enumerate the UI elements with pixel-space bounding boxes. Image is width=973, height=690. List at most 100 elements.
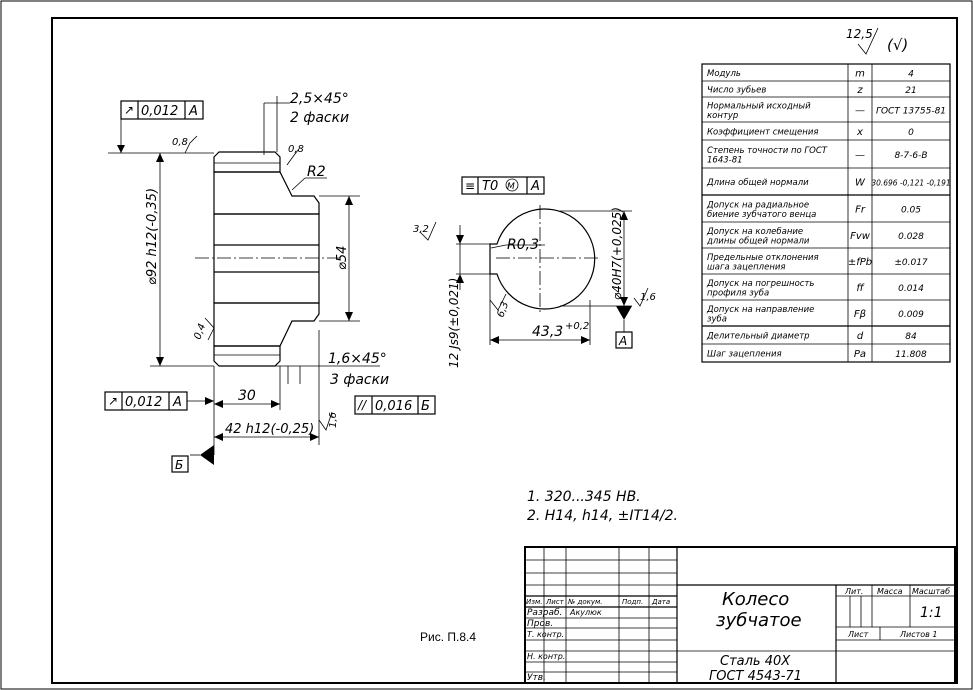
runout-tolerance-bottom: ↗ 0,012 A <box>104 391 214 411</box>
param-symbol: Fr <box>855 205 866 216</box>
runout-bottom-symbol: ↗ <box>108 394 118 408</box>
dia-92-dim: ⌀92 h12(-0,35) <box>145 188 160 285</box>
tb-mass: Масса <box>877 587 903 596</box>
param-value: 8-7-6-B <box>894 151 927 161</box>
gear-section-view: R2 2,5×45° 2 фаски 0,8 0,8 ↗ 0,012 A ⌀ <box>104 91 436 473</box>
param-symbol: Fvw <box>850 231 871 242</box>
runout-top-symbol: ↗ <box>124 103 134 117</box>
runout-top-base: A <box>188 104 198 119</box>
tb-tkontr: Т. контр. <box>527 630 564 639</box>
tb-utv: Утв. <box>527 673 546 683</box>
tb-scale-hdr: Масштаб <box>912 587 950 596</box>
tb-material-2: ГОСТ 4543-71 <box>709 669 802 684</box>
param-symbol: Fβ <box>854 309 867 320</box>
note-1: 1. 320...345 HB. <box>527 489 641 505</box>
roughness-16-a: 1,6 <box>328 412 339 428</box>
dia-40-dim: ⌀40H7(+0,025) <box>610 207 624 300</box>
param-value: 4 <box>908 70 914 80</box>
param-value: 0.05 <box>901 206 921 216</box>
runout-bottom-base: A <box>172 395 182 410</box>
figure-caption: Рис. П.8.4 <box>420 630 476 644</box>
param-name: Длина общей нормали <box>706 178 809 188</box>
param-symbol: d <box>857 331 864 342</box>
roughness-08-a: 0,8 <box>172 137 188 148</box>
chamfer-dim-2: 1,6×45° <box>328 351 387 367</box>
param-value: 0 <box>908 128 914 138</box>
width-43-tol: +0,2 <box>565 321 589 332</box>
radius-r03: R0,3 <box>507 237 539 253</box>
param-symbol: — <box>855 106 865 117</box>
tb-sheets: Листов 1 <box>899 630 938 639</box>
param-value: 30.696 -0,121 -0,191 <box>871 179 950 188</box>
symmetry-base: A <box>530 179 540 194</box>
tb-material-1: Сталь 40Х <box>720 654 791 669</box>
tb-sheet: Лист <box>847 630 869 639</box>
tb-part-name-1: Колесо <box>722 589 789 610</box>
roughness-04: 0,4 <box>192 322 208 341</box>
width-42-dim: 42 h12(-0,25) <box>225 422 314 437</box>
general-roughness: 12,5 (√) <box>846 27 908 55</box>
param-symbol: z <box>856 85 863 96</box>
param-name: Шаг зацепления <box>707 350 782 360</box>
roughness-08-b: 0,8 <box>288 144 304 155</box>
chamfer-note-1: 2 фаски <box>290 110 349 126</box>
param-name: Делительный диаметр <box>706 332 810 342</box>
tb-part-name-2: зубчатое <box>716 610 802 631</box>
runout-top-value: 0,012 <box>141 104 178 119</box>
datum-b: Б <box>171 445 215 473</box>
param-value: 84 <box>905 332 917 342</box>
param-value: 0.028 <box>898 232 924 242</box>
roughness-other: (√) <box>887 36 908 54</box>
parallel-base: Б <box>421 399 430 414</box>
param-value: 21 <box>905 86 916 96</box>
inner-frame <box>51 17 958 684</box>
param-value: 0.009 <box>898 310 924 320</box>
param-symbol: Pa <box>854 349 866 360</box>
param-symbol: x <box>856 127 863 138</box>
tb-razrab: Разраб. <box>527 608 562 618</box>
param-value: ±0.017 <box>894 258 928 268</box>
tb-izm: Изм. <box>526 598 542 606</box>
param-name: Число зубьев <box>707 86 766 96</box>
param-symbol: m <box>855 69 865 80</box>
tb-sign: Подп. <box>622 598 643 606</box>
keyway-dim: 12 Js9(±0,021) <box>447 278 461 368</box>
bore-view: R0,3 ≡ T0 M A 12 Js9(±0,021) 3,2 6,3 43 <box>413 176 656 368</box>
parameter-table <box>701 63 951 363</box>
tb-doc: № докум. <box>567 598 603 606</box>
parallel-value: 0,016 <box>375 399 412 414</box>
symmetry-tolerance: ≡ T0 M A <box>461 176 545 195</box>
parallel-symbol: // <box>357 398 368 412</box>
param-symbol: ±fPb <box>848 257 872 268</box>
symmetry-value: T0 <box>482 179 498 194</box>
tb-author: Акулюк <box>569 608 602 617</box>
param-symbol: W <box>855 178 866 189</box>
tb-nkontr: Н. контр. <box>527 652 565 661</box>
runout-tolerance-top: ↗ 0,012 A <box>117 100 204 153</box>
roughness-63: 6,3 <box>495 300 511 319</box>
datum-a: A <box>615 306 633 349</box>
symmetry-m: M <box>507 182 515 192</box>
tb-date: Дата <box>651 598 670 606</box>
width-43-dim: 43,3 <box>532 324 563 340</box>
roughness-32: 3,2 <box>413 224 429 235</box>
roughness-value: 12,5 <box>846 27 873 41</box>
param-name: Модуль <box>707 69 741 79</box>
tb-scale: 1:1 <box>920 605 943 621</box>
datum-b-letter: Б <box>175 458 183 472</box>
runout-bottom-value: 0,012 <box>125 395 162 410</box>
width-30-dim: 30 <box>238 388 256 404</box>
title-block: Изм. Лист № докум. Подп. Дата Разраб. Ак… <box>524 546 956 684</box>
tb-prov: Пров. <box>527 619 553 629</box>
technical-notes: 1. 320...345 HB. 2. H14, h14, ±IT14/2. <box>527 489 678 524</box>
